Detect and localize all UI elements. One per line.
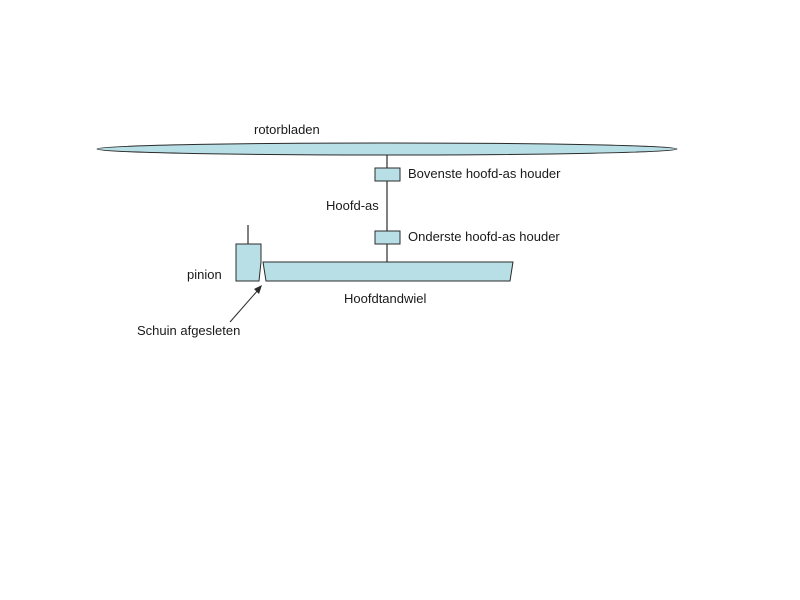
pinion bbox=[235, 243, 262, 282]
label-main-gear: Hoofdtandwiel bbox=[344, 291, 427, 306]
label-lower-shaft-holder: Onderste hoofd-as houder bbox=[408, 229, 560, 244]
label-rotor-blades: rotorbladen bbox=[254, 122, 320, 137]
upper-shaft-holder bbox=[374, 167, 401, 182]
lower-shaft-holder bbox=[374, 230, 401, 245]
label-upper-shaft-holder: Bovenste hoofd-as houder bbox=[408, 166, 561, 181]
main-gear bbox=[262, 261, 514, 282]
bevel-arrow-head bbox=[254, 285, 262, 294]
bevel-arrow bbox=[229, 288, 260, 323]
label-bevel-worn: Schuin afgesleten bbox=[137, 323, 241, 338]
rotor-blades bbox=[96, 142, 678, 156]
label-main-shaft: Hoofd-as bbox=[326, 198, 379, 213]
label-pinion: pinion bbox=[187, 267, 222, 282]
